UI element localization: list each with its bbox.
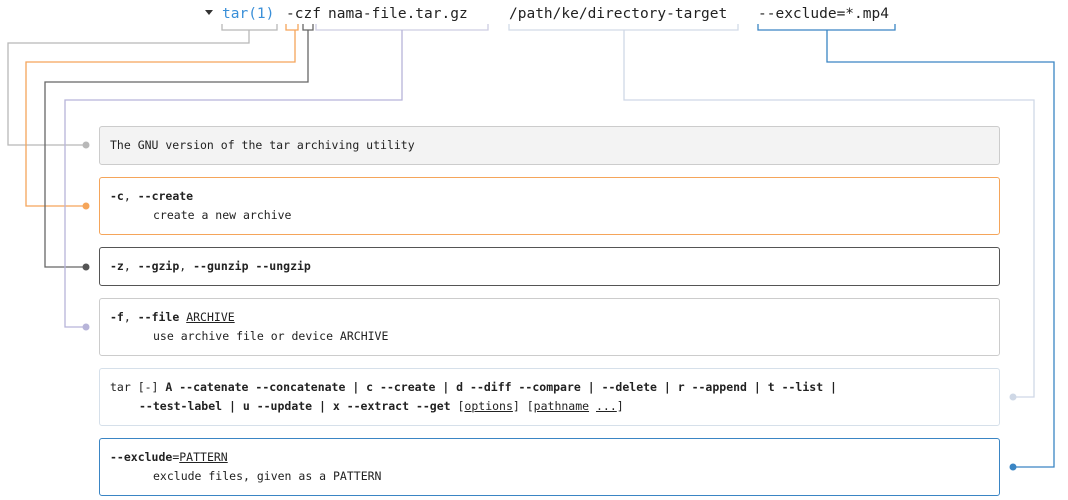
- underline-path: [508, 24, 739, 31]
- flag-exclude-arg: PATTERN: [179, 450, 228, 464]
- connector-exclude: [826, 30, 1055, 468]
- explain-tar-text: The GNU version of the tar archiving uti…: [110, 138, 415, 152]
- explain-exclude: --exclude=PATTERN exclude files, given a…: [99, 438, 1000, 496]
- explain-path: tar [-] A --catenate --concatenate | c -…: [99, 368, 1000, 426]
- connector-tar: [7, 30, 250, 146]
- underline-c: [285, 24, 299, 31]
- flag-z-gzip: --gzip: [137, 259, 180, 273]
- sep: ,: [123, 189, 138, 203]
- caret-down-icon[interactable]: [205, 10, 213, 15]
- sep: ,: [123, 310, 138, 324]
- command-line: tar(1) -czf nama-file.tar.gz /path/ke/di…: [0, 4, 1068, 28]
- explain-c-desc: create a new archive: [153, 208, 292, 222]
- flag-f-arg: ARCHIVE: [186, 310, 235, 324]
- synopsis-line2: --test-label | u --update | x --extract …: [139, 399, 451, 413]
- flag-c-short: -c: [110, 189, 124, 203]
- dot-exclude: [1009, 463, 1017, 471]
- explain-c: -c, --create create a new archive: [99, 177, 1000, 235]
- flag-z-gunzip: --gunzip: [193, 259, 249, 273]
- bracket: [: [450, 399, 465, 413]
- cmd-token-tar[interactable]: tar(1): [222, 6, 275, 22]
- connector-c: [25, 30, 296, 207]
- bracket: ] [: [512, 399, 534, 413]
- cmd-token-target-path[interactable]: /path/ke/directory-target: [509, 6, 728, 22]
- dot-f: [82, 323, 90, 331]
- flag-f-short: -f: [110, 310, 124, 324]
- underline-tar: [221, 24, 278, 31]
- sep: ,: [179, 259, 194, 273]
- explain-exclude-desc: exclude files, given as a PATTERN: [153, 469, 382, 483]
- synopsis-options: options: [464, 399, 513, 413]
- equals: =: [172, 450, 180, 464]
- cmd-token-archive-name[interactable]: nama-file.tar.gz: [328, 6, 468, 22]
- flag-f-long: --file: [137, 310, 180, 324]
- cmd-token-flags[interactable]: -czf: [286, 6, 321, 22]
- dot-path: [1009, 393, 1017, 401]
- sep: ,: [123, 259, 138, 273]
- flag-c-long: --create: [137, 189, 194, 203]
- flag-exclude: --exclude: [110, 450, 173, 464]
- synopsis-prefix: tar [-]: [110, 380, 166, 394]
- explain-f: -f, --file ARCHIVE use archive file or d…: [99, 298, 1000, 356]
- connector-f: [64, 30, 403, 328]
- space: [589, 399, 596, 413]
- underline-f: [315, 24, 489, 31]
- flag-z-ungzip: --ungzip: [255, 259, 311, 273]
- dot-c: [82, 202, 90, 210]
- underline-exclude: [757, 24, 896, 31]
- dot-tar: [82, 141, 90, 149]
- connector-z: [44, 30, 309, 268]
- flag-z-short: -z: [110, 259, 124, 273]
- bracket: ]: [616, 399, 624, 413]
- synopsis-line1: A --catenate --concatenate | c --create …: [165, 380, 837, 394]
- explain-tar: The GNU version of the tar archiving uti…: [99, 126, 1000, 165]
- explain-z: -z, --gzip, --gunzip --ungzip: [99, 247, 1000, 286]
- explain-f-desc: use archive file or device ARCHIVE: [153, 329, 389, 343]
- cmd-token-exclude[interactable]: --exclude=*.mp4: [758, 6, 889, 22]
- connector-path: [623, 30, 1035, 398]
- synopsis-pathname: pathname: [533, 399, 590, 413]
- dot-z: [82, 263, 90, 271]
- synopsis-ellipsis: ...: [596, 399, 617, 413]
- underline-z: [302, 24, 314, 31]
